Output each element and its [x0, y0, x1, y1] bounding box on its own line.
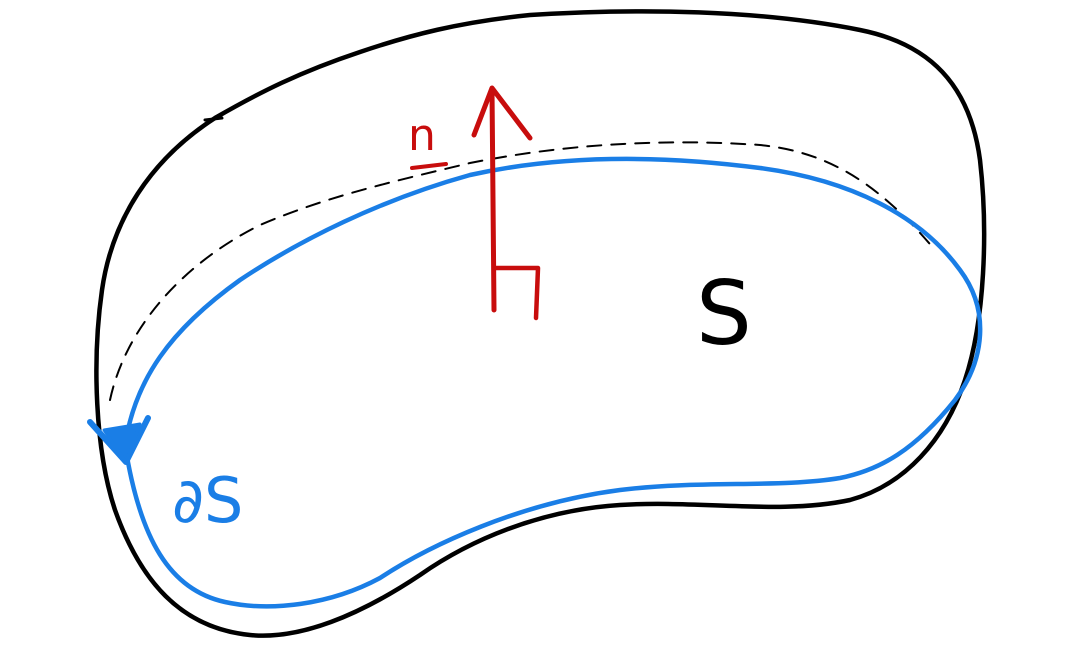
normal-vector-arrowhead [471, 85, 533, 141]
normal-label: n [408, 110, 436, 161]
hidden-back-edge [109, 141, 936, 401]
right-angle-marker [492, 265, 541, 321]
boundary-curve [122, 156, 983, 609]
outline-tick [203, 116, 224, 122]
normal-vector [471, 85, 541, 321]
surface-label: S [696, 262, 752, 365]
normal-label-underline [410, 162, 448, 170]
surface-outline [94, 9, 987, 638]
boundary-label: ∂S [172, 464, 243, 537]
boundary-orientation-arrowhead-fill [102, 422, 142, 464]
normal-vector-shaft [489, 87, 497, 313]
